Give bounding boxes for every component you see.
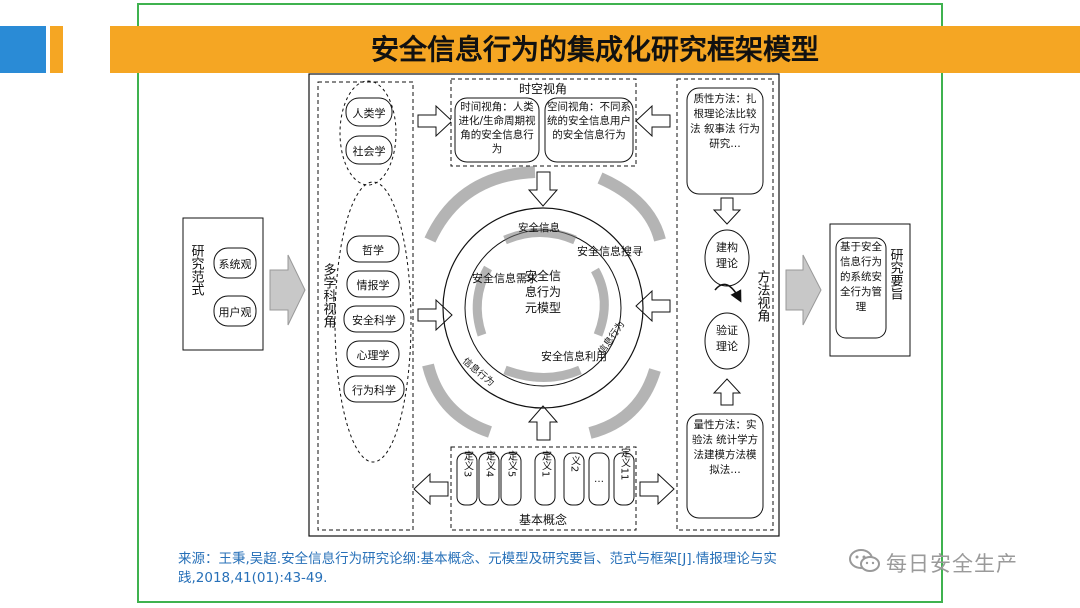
paradigm-item-system-label: 系统观	[219, 258, 252, 271]
discipline-sociology	[345, 135, 393, 165]
paradigm-item-user-label: 用户观	[219, 305, 252, 319]
outer-cycle-arc-top-right	[597, 172, 666, 242]
outer-cycle-arc-top-left	[424, 166, 536, 243]
arrow-main-to-purpose	[785, 254, 822, 326]
purpose-label: 研究要旨	[888, 248, 904, 300]
purpose-content-text: 基于安全信息行为的系统安全行为管理	[840, 241, 882, 313]
discipline-information-science-label: 情报学	[357, 278, 390, 292]
concept-item-1	[534, 452, 556, 506]
wechat-watermark: 每日安全生产	[848, 545, 1068, 579]
concept-label-5: 定义5	[506, 450, 518, 478]
header-orange-tab	[50, 26, 63, 73]
arrow-discipline-to-core	[417, 298, 453, 332]
cycle-arrow-build-verify	[714, 283, 742, 303]
concept-label-1: 定义1	[540, 450, 552, 478]
concept-label-11: 定义11	[619, 446, 631, 480]
quantitative-method-box	[686, 413, 764, 519]
concept-item-3	[456, 452, 478, 506]
build-theory-circle	[704, 229, 750, 287]
concept-item-ellipsis	[588, 452, 610, 506]
arrow-concept-to-core	[527, 405, 559, 441]
paradigm-label: 研究范式	[189, 244, 205, 296]
discipline-bottom-ellipse	[334, 181, 412, 463]
time-perspective-text: 时间视角：人类进化/生命周期视角的安全信息行为	[458, 101, 536, 155]
spatiotemporal-label: 时空视角	[519, 81, 567, 96]
space-perspective-text: 空间视角：不同系统的安全信息用户的安全信息行为	[547, 101, 631, 141]
discipline-behavioral-science-label: 行为科学	[352, 383, 396, 397]
concept-box-label: 基本概念	[519, 512, 567, 527]
quantitative-method-text: 量性方法：实验法 统计学方法建模方法模拟法…	[691, 419, 759, 476]
core-use-label: 安全信息利用	[541, 349, 607, 363]
qualitative-method-box	[686, 87, 764, 195]
core-need-label-1: 安全信息需求	[472, 271, 538, 285]
concept-items	[456, 452, 635, 506]
header-blue-block	[0, 26, 46, 73]
core-center-text: 安全信息行为元模型	[524, 269, 561, 315]
discipline-safety-science	[343, 305, 405, 333]
paradigm-item-user	[213, 295, 257, 327]
inner-cycle-arc-right	[591, 267, 609, 337]
discipline-label: 多学科视角	[321, 262, 337, 329]
arrow-method-to-space	[635, 104, 671, 138]
discipline-safety-science-label: 安全科学	[352, 313, 396, 327]
discipline-philosophy	[346, 235, 400, 263]
discipline-information-science	[346, 270, 400, 298]
inner-cycle-arc-left	[472, 265, 492, 337]
inner-cycle-arc-top	[503, 228, 577, 245]
verify-theory-text: 验证理论	[716, 324, 738, 353]
watermark-text: 每日安全生产	[886, 552, 1018, 576]
outer-cycle-arc-bottom-left	[422, 363, 493, 438]
concept-label-ellipsis: …	[594, 474, 604, 485]
arrow-anthro-to-time	[417, 104, 453, 138]
arrow-concept-to-discipline	[413, 472, 449, 506]
purpose-content-box	[835, 237, 887, 339]
header-orange-bar	[110, 26, 1080, 73]
header-gap	[46, 26, 50, 73]
discipline-sociology-label: 社会学	[353, 144, 386, 158]
time-perspective-box	[454, 97, 540, 163]
main-box	[308, 73, 780, 537]
discipline-anthropology-label: 人类学	[353, 106, 386, 120]
method-label: 方法视角	[755, 269, 771, 323]
discipline-top-ellipse	[339, 80, 397, 186]
concept-item-11	[613, 452, 635, 506]
slide-frame	[137, 3, 943, 603]
verify-theory-circle	[704, 312, 750, 370]
inner-cycle-arc-bottom	[503, 365, 582, 382]
concept-item-5	[500, 452, 522, 506]
arrow-quant-to-verify	[712, 378, 742, 406]
concept-item-4	[478, 452, 500, 506]
discipline-anthropology	[345, 97, 393, 127]
discipline-behavioral-science	[343, 375, 405, 403]
concept-label-2: 义2	[569, 456, 581, 473]
arrow-qual-to-build	[712, 197, 742, 225]
page-title: 安全信息行为的集成化研究框架模型	[370, 33, 819, 66]
ring-label-safety-info: 安全信息	[518, 221, 560, 234]
paradigm-item-system	[213, 247, 257, 279]
arrow-paradigm-to-main	[269, 254, 306, 326]
discipline-psychology-label: 心理学	[357, 348, 390, 362]
paradigm-box	[182, 217, 264, 351]
qualitative-method-text: 质性方法：扎根理论法比较法 叙事法 行为研究…	[690, 93, 760, 150]
build-theory-text: 建构理论	[716, 241, 738, 270]
space-perspective-box	[544, 97, 634, 163]
discipline-philosophy-label: 哲学	[362, 243, 384, 257]
core-search-label: 安全信息搜寻	[577, 244, 643, 258]
concept-label-4: 定义4	[484, 450, 496, 478]
outer-ring	[442, 207, 644, 409]
arrow-concept-to-method	[639, 472, 675, 506]
arrow-time-to-core	[527, 171, 559, 207]
discipline-psychology	[346, 340, 400, 368]
concept-label-3: 定义3	[462, 450, 474, 478]
outer-cycle-arc-bottom-right	[588, 368, 661, 439]
wechat-icon	[849, 549, 880, 572]
concept-item-2	[563, 452, 585, 506]
arrow-method-to-core	[635, 289, 671, 323]
source-citation: 来源：王秉,吴超.安全信息行为研究论纲:基本概念、元模型及研究要旨、范式与框架[…	[178, 551, 777, 586]
